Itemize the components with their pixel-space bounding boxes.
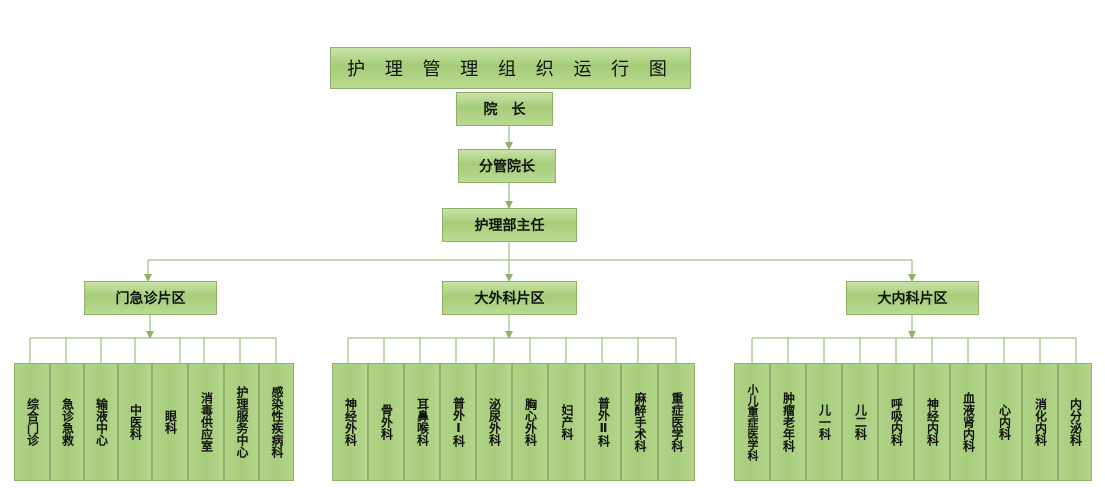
- dept-box: 普外Ⅱ科: [585, 363, 621, 481]
- dept-box: 急诊急救: [50, 363, 84, 481]
- dept-label: 普外Ⅱ科: [596, 397, 611, 447]
- dept-label: 小儿重症医学科: [746, 383, 759, 461]
- dept-label: 神经外科: [343, 398, 358, 446]
- region-outpatient-emergency: 门急诊片区: [84, 281, 217, 315]
- vice-president-box: 分管院长: [458, 149, 556, 183]
- dept-box: 小儿重症医学科: [734, 363, 770, 481]
- dept-box: 普外Ⅰ科: [440, 363, 476, 481]
- dept-box: 输液中心: [84, 363, 118, 481]
- dept-box: 骨外科: [368, 363, 404, 481]
- dept-label: 普外Ⅰ科: [451, 397, 466, 447]
- dept-box: 心内科: [986, 363, 1022, 481]
- dept-label: 重症医学科: [670, 392, 684, 452]
- dept-box: 内分泌科: [1058, 363, 1092, 481]
- dept-box: 神经内科: [914, 363, 950, 481]
- dept-label: 麻醉手术科: [633, 392, 647, 452]
- dept-box: 血液肾内科: [950, 363, 986, 481]
- dept-box: 感染性疾病科: [259, 363, 294, 481]
- dept-box: 耳鼻喉科: [404, 363, 440, 481]
- dept-box: 麻醉手术科: [621, 363, 658, 481]
- dept-box: 呼吸内科: [878, 363, 914, 481]
- dept-box: 重症医学科: [658, 363, 695, 481]
- dept-label: 呼吸内科: [889, 398, 904, 446]
- dept-label: 综合门诊: [25, 398, 40, 446]
- dept-box: 肿瘤老年科: [770, 363, 806, 481]
- dept-label: 肿瘤老年科: [781, 392, 796, 452]
- dept-label: 儿二科: [853, 404, 868, 440]
- dept-label: 血液肾内科: [961, 392, 976, 452]
- dept-box: 消化内科: [1022, 363, 1058, 481]
- region-general-surgery: 大外科片区: [442, 281, 577, 315]
- region-internal-medicine: 大内科片区: [846, 281, 979, 315]
- dept-label: 眼科: [163, 410, 178, 434]
- dept-box: 神经外科: [332, 363, 368, 481]
- dept-label: 急诊急救: [60, 398, 75, 446]
- dept-label: 消化内科: [1033, 398, 1048, 446]
- dept-label: 神经内科: [925, 398, 940, 446]
- dept-label: 感染性疾病科: [270, 386, 284, 458]
- dept-label: 胸心外科: [523, 398, 538, 446]
- dept-box: 消毒供应室: [188, 363, 224, 481]
- dept-box: 中医科: [118, 363, 152, 481]
- dept-label: 护理服务中心: [235, 386, 249, 458]
- dept-label: 内分泌科: [1068, 398, 1083, 446]
- dept-box: 胸心外科: [512, 363, 548, 481]
- dept-label: 妇产科: [560, 404, 574, 440]
- dept-label: 耳鼻喉科: [415, 398, 430, 446]
- dept-box: 护理服务中心: [224, 363, 259, 481]
- dept-label: 儿一科: [817, 404, 832, 440]
- dept-label: 心内科: [997, 404, 1012, 440]
- dept-box: 儿二科: [842, 363, 878, 481]
- dept-box: 综合门诊: [14, 363, 50, 481]
- dept-box: 儿一科: [806, 363, 842, 481]
- dept-box: 妇产科: [548, 363, 585, 481]
- dept-label: 输液中心: [94, 398, 109, 446]
- dept-box: 泌尿外科: [476, 363, 512, 481]
- chart-title: 护 理 管 理 组 织 运 行 图: [330, 47, 691, 89]
- dept-label: 中医科: [128, 404, 143, 440]
- dept-label: 泌尿外科: [487, 398, 502, 446]
- president-box: 院 长: [456, 92, 553, 126]
- dept-label: 骨外科: [379, 404, 394, 440]
- nursing-director-box: 护理部主任: [442, 208, 577, 242]
- dept-label: 消毒供应室: [199, 392, 214, 452]
- dept-box: 眼科: [152, 363, 188, 481]
